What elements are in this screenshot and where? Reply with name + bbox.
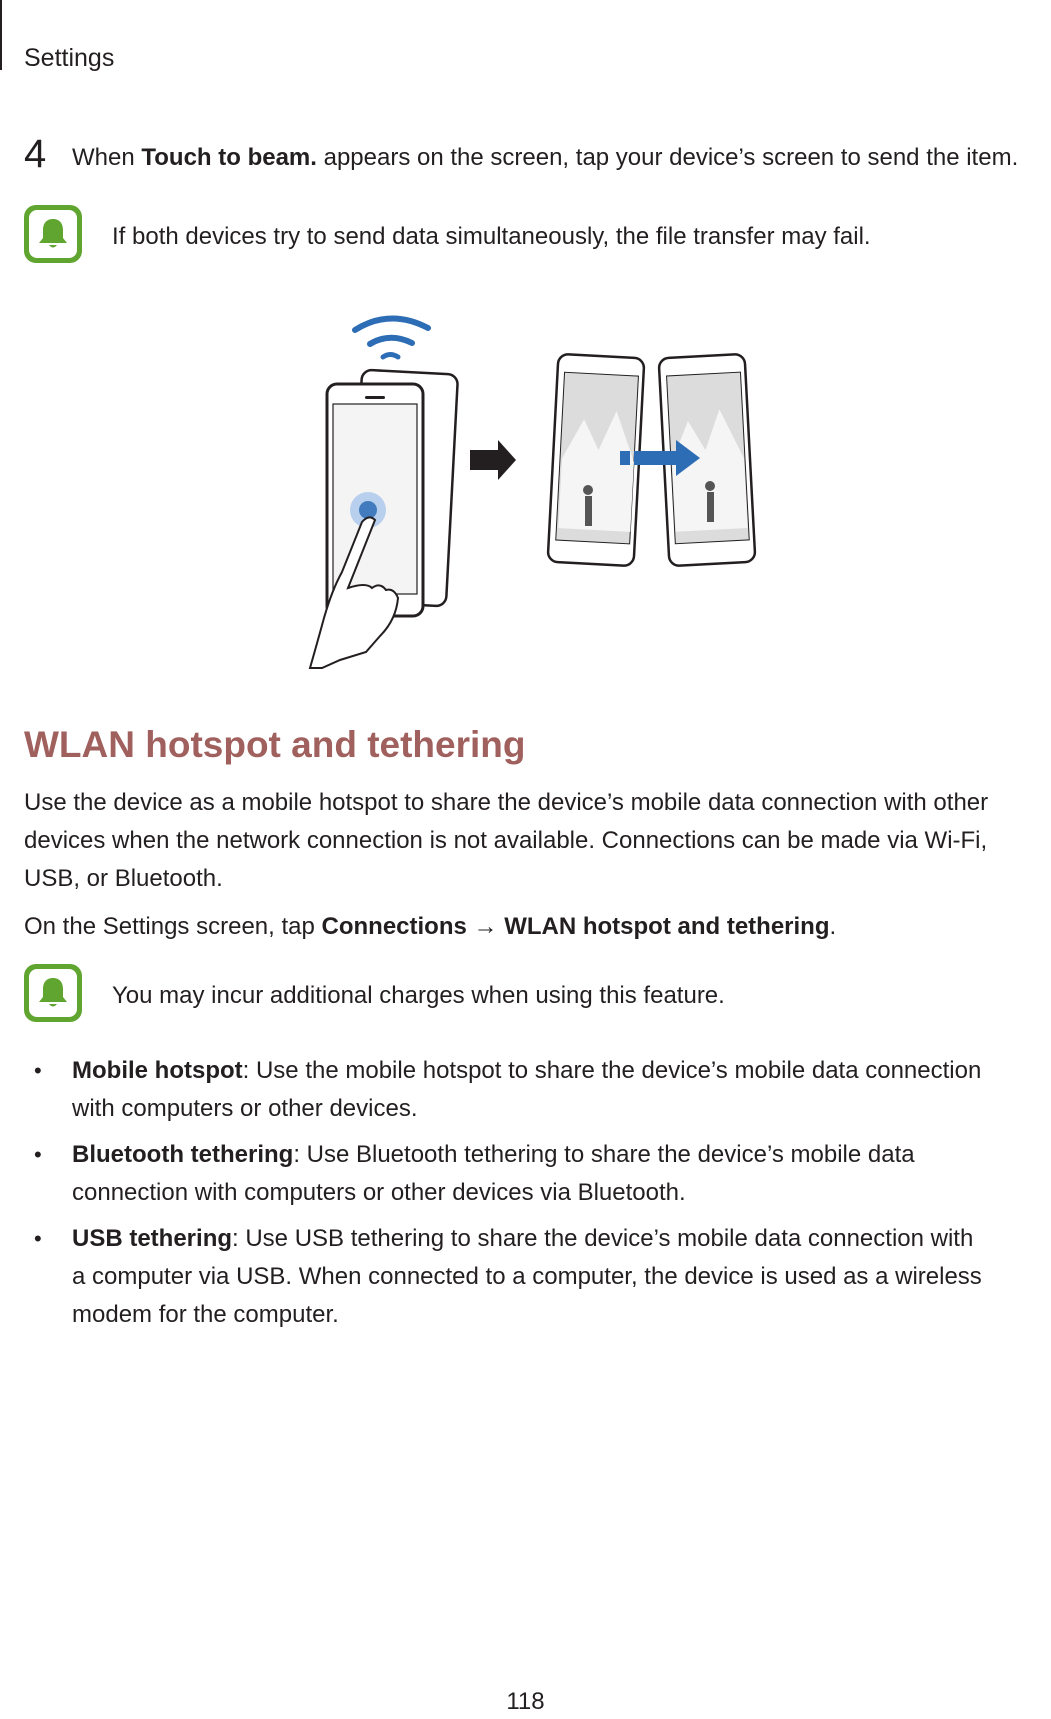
bullet-text: connection with computers or other devic… bbox=[72, 1179, 686, 1206]
intro-line-2: devices when the network connection is n… bbox=[24, 827, 988, 854]
page-header: Settings bbox=[24, 44, 115, 72]
bullet-text: : Use the mobile hotspot to share the de… bbox=[242, 1057, 982, 1084]
list-item: • Mobile hotspot: Use the mobile hotspot… bbox=[24, 1052, 1034, 1128]
arrow-right-icon bbox=[470, 440, 516, 480]
feature-list: • Mobile hotspot: Use the mobile hotspot… bbox=[24, 1052, 1034, 1342]
intro-line-3: USB, or Bluetooth. bbox=[24, 865, 223, 892]
step-suffix: appears on the screen, tap your device’s… bbox=[316, 144, 1019, 171]
bullet-dot: • bbox=[34, 1142, 42, 1167]
section-title: WLAN hotspot and tethering bbox=[24, 724, 526, 765]
bullet-text: modem for the computer. bbox=[72, 1301, 339, 1328]
bullet-term: Mobile hotspot bbox=[72, 1057, 243, 1084]
phone-receiver-icon bbox=[657, 353, 757, 567]
bullet-term: Bluetooth tethering bbox=[72, 1141, 294, 1168]
corner-rule bbox=[0, 0, 2, 70]
step-prefix: When bbox=[72, 144, 142, 171]
list-item: • USB tethering: Use USB tethering to sh… bbox=[24, 1220, 1034, 1334]
bell-icon bbox=[24, 205, 82, 263]
transfer-arrow-icon bbox=[620, 440, 700, 476]
path-suffix: . bbox=[829, 913, 837, 940]
path-prefix: On the Settings screen, tap bbox=[24, 913, 322, 940]
bullet-text: with computers or other devices. bbox=[72, 1095, 418, 1122]
path-hotspot: WLAN hotspot and tethering bbox=[504, 913, 830, 940]
bullet-text: : Use USB tethering to share the device’… bbox=[232, 1225, 974, 1252]
hand-icon bbox=[308, 516, 400, 669]
bullet-dot: • bbox=[34, 1058, 42, 1083]
intro-paragraph: Use the device as a mobile hotspot to sh… bbox=[24, 784, 1034, 898]
note-text: If both devices try to send data simulta… bbox=[112, 223, 871, 250]
phone-sender-icon bbox=[546, 353, 646, 567]
wifi-signal-icon bbox=[352, 315, 431, 360]
bullet-text: : Use Bluetooth tethering to share the d… bbox=[293, 1141, 915, 1168]
bell-icon bbox=[24, 964, 82, 1022]
settings-path: On the Settings screen, tap Connections … bbox=[24, 908, 1034, 946]
note-text: You may incur additional charges when us… bbox=[112, 982, 725, 1009]
step-number: 4 bbox=[24, 132, 47, 176]
list-item: • Bluetooth tethering: Use Bluetooth tet… bbox=[24, 1136, 1034, 1212]
bullet-text: a computer via USB. When connected to a … bbox=[72, 1263, 982, 1290]
step-text: When Touch to beam. appears on the scree… bbox=[72, 144, 1018, 172]
touch-to-beam-illustration bbox=[308, 315, 757, 669]
intro-line-1: Use the device as a mobile hotspot to sh… bbox=[24, 789, 989, 816]
path-arrow: → bbox=[466, 913, 505, 940]
step-bold-label: Touch to beam. bbox=[141, 144, 317, 171]
path-connections: Connections bbox=[321, 913, 467, 940]
page-number: 118 bbox=[506, 1688, 545, 1715]
bullet-term: USB tethering bbox=[72, 1225, 233, 1252]
bullet-dot: • bbox=[34, 1226, 42, 1251]
